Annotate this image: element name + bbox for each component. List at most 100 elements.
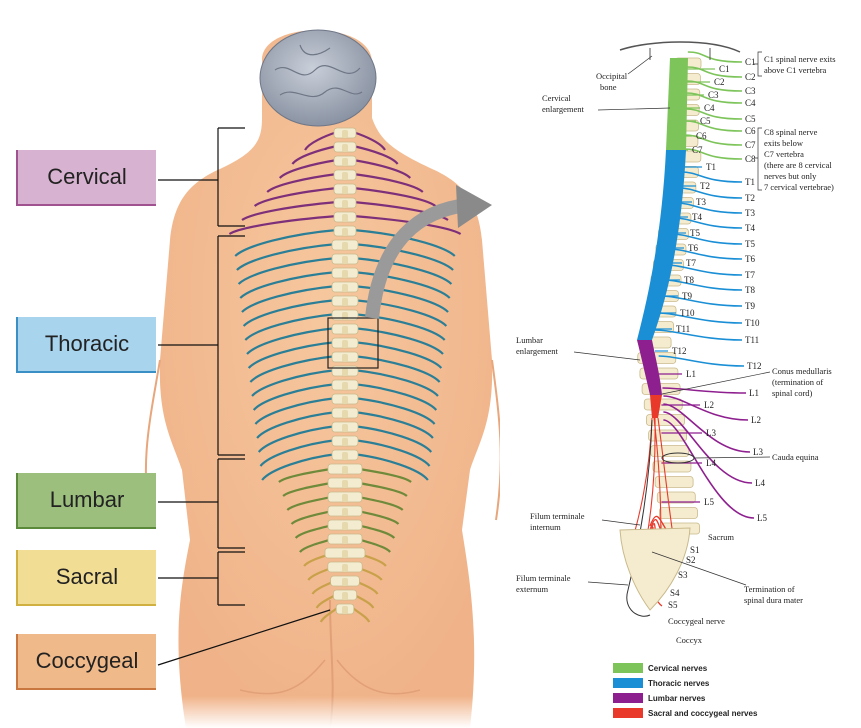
nerve-label-left: T12 <box>672 346 687 356</box>
back-nerve-right <box>352 396 436 425</box>
region-lumbar: Lumbar <box>16 473 156 529</box>
nerve-label-right: T7 <box>745 270 755 280</box>
back-spinous-process <box>342 480 348 488</box>
back-nerve-left <box>234 228 338 257</box>
dura-label-1: Termination of <box>744 584 795 594</box>
nerve-label-left: T2 <box>700 181 710 191</box>
nerve-label-right: C2 <box>745 72 756 82</box>
occipital-label-2: bone <box>600 82 617 92</box>
nerve-label-right: L1 <box>749 388 759 398</box>
back-spinous-process <box>342 550 348 558</box>
occipital-label-1: Occipital <box>596 71 628 81</box>
region-thoracic: Thoracic <box>16 317 156 373</box>
cervical-enlargement-label-1: Cervical <box>542 93 571 103</box>
nerve-label-right: L3 <box>753 447 763 457</box>
vertebral-body <box>654 476 694 488</box>
nerve-label-left: T6 <box>688 243 698 253</box>
c8-note-3: C7 vertebra <box>764 149 804 159</box>
spinal-nerve-right <box>686 92 743 104</box>
zoom-arrow <box>365 198 469 319</box>
legend-swatch-thoracic <box>613 678 643 688</box>
back-nerve-right <box>352 424 433 453</box>
cord-thoracic <box>637 150 686 340</box>
nerve-label-right: T12 <box>747 361 762 371</box>
vertebral-body <box>656 491 696 504</box>
back-nerve-right <box>352 158 412 179</box>
occipital-bone <box>619 41 741 53</box>
spinal-nerve-right <box>663 395 749 421</box>
c8-note-1: C8 spinal nerve <box>764 127 818 137</box>
back-nerve-right <box>352 186 437 207</box>
conus-label-2: (termination of <box>772 377 823 387</box>
legend-sacral-label: Sacral and coccygeal nerves <box>648 709 758 718</box>
c8-note-4: (there are 8 cervical <box>764 160 832 170</box>
back-vertebral-column <box>324 127 366 615</box>
back-nerve-left <box>253 186 338 207</box>
coccygeal-nerve-label: Coccygeal nerve <box>668 616 725 626</box>
back-spinous-process <box>342 158 348 166</box>
nerve-label-left: T10 <box>680 308 695 318</box>
nerve-label-left: T4 <box>692 212 702 222</box>
cord-lumbar <box>637 340 662 395</box>
back-spinous-process <box>342 564 348 572</box>
nerve-label-right: C6 <box>745 126 756 136</box>
back-spinous-process <box>342 200 348 208</box>
back-spinous-process <box>342 172 348 180</box>
nerve-label-left: S2 <box>686 555 696 565</box>
back-nerve-right <box>352 438 431 467</box>
coccyx-label: Coccyx <box>676 635 703 645</box>
back-spinous-process <box>342 494 348 502</box>
nerve-label-right: L2 <box>751 415 761 425</box>
region-coccygeal: Coccygeal <box>16 634 156 690</box>
filum-externum-label-2: externum <box>516 584 548 594</box>
cauda-equina-label: Cauda equina <box>772 452 819 462</box>
nerve-label-left: T11 <box>676 324 690 334</box>
back-spinous-process <box>342 396 348 404</box>
lumbar-enlargement-label-2: enlargement <box>516 346 558 356</box>
conus-label-1: Conus medullaris <box>772 366 832 376</box>
back-nerve-left <box>256 410 338 439</box>
nerve-label-left: T7 <box>686 258 696 268</box>
spinal-nerve-right <box>687 51 743 63</box>
cord-cervical <box>666 58 688 150</box>
nerve-label-right: T5 <box>745 239 755 249</box>
legend-swatch-lumbar <box>613 693 643 703</box>
brain <box>259 29 377 127</box>
back-spinous-process <box>342 340 348 348</box>
nerve-label-right: T3 <box>745 208 755 218</box>
back-nerve-right <box>352 256 453 285</box>
back-spinous-process <box>342 382 348 390</box>
region-sacral-label: Sacral <box>55 564 119 589</box>
nerve-label-left: S4 <box>670 588 680 598</box>
region-cervical: Cervical <box>16 150 156 206</box>
nerve-label-right: T4 <box>745 223 755 233</box>
spinal-nerve-right <box>658 355 745 367</box>
back-nerve-right <box>352 368 439 397</box>
vertebral-body <box>659 507 698 519</box>
nerve-label-left: S1 <box>690 545 700 555</box>
back-nerve-left <box>257 424 338 453</box>
cervical-enlargement-label-2: enlargement <box>542 104 584 114</box>
region-cervical-label: Cervical <box>47 164 127 189</box>
back-nerve-left <box>261 452 338 481</box>
back-nerve-left <box>278 158 338 179</box>
back-nerve-right <box>352 242 454 271</box>
c1-note-1: C1 spinal nerve exits <box>764 54 836 64</box>
back-spinous-process <box>342 578 348 586</box>
conus-label-3: spinal cord) <box>772 388 813 398</box>
nerve-label-left: L5 <box>704 497 714 507</box>
nerve-label-left: T9 <box>682 291 692 301</box>
legend: Cervical nerves Thoracic nerves Lumbar n… <box>613 663 758 718</box>
nerve-label-left: T5 <box>690 228 700 238</box>
back-spinous-process <box>342 214 348 222</box>
nerve-label-left: T1 <box>706 162 716 172</box>
back-nerve-left <box>239 270 338 299</box>
back-spinous-process <box>342 438 348 446</box>
nerve-label-right: C4 <box>745 98 756 108</box>
nerve-label-right: L4 <box>755 478 765 488</box>
torso <box>159 30 493 728</box>
back-nerve-right <box>352 452 429 481</box>
filum-externum-label-1: Filum terminale <box>516 573 571 583</box>
spinal-nerve-right <box>662 387 747 394</box>
back-nerve-right <box>352 326 444 355</box>
